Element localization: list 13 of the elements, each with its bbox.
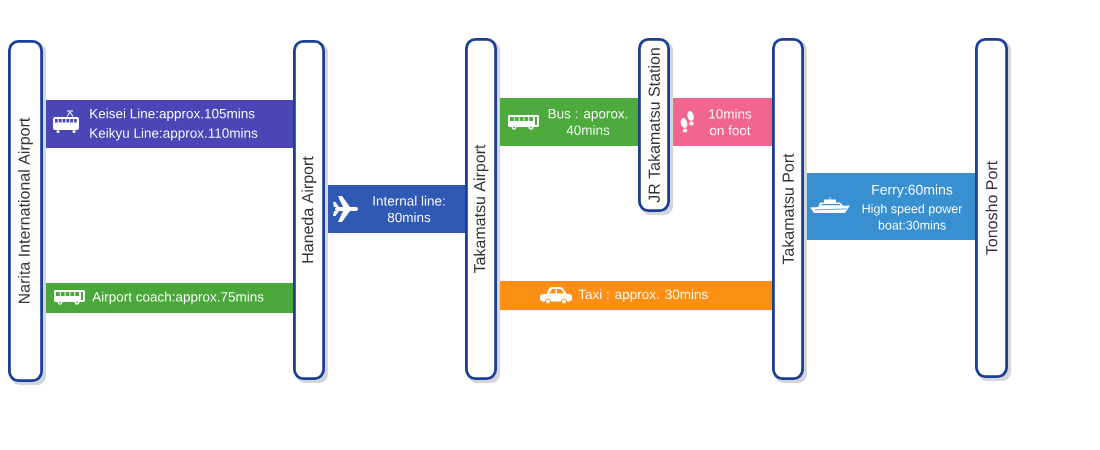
route-band: Internal line: 80mins [325,185,465,233]
station-pillar: Haneda Airport [293,40,328,383]
route-band: Ferry:60mins High speed power boat:30mins [804,173,975,240]
station-pillar: JR Takamatsu Station [638,38,673,215]
station-pillar: Takamatsu Port [772,38,807,383]
station-pillar: Takamatsu Airport [465,38,500,383]
route-band: Taxi : approx. 30mins [497,281,772,310]
station-pillar: Narita International Airport [8,40,46,385]
station-pillar: Tonosho Port [975,38,1011,381]
route-band: Airport coach:approx.75mins [43,283,293,313]
route-band: Keisei Line:approx.105mins Keikyu Line:approx.110mins [43,100,293,148]
route-band: Bus : aporox. 40mins [497,98,638,146]
route-band: 10mins on foot [670,98,772,146]
